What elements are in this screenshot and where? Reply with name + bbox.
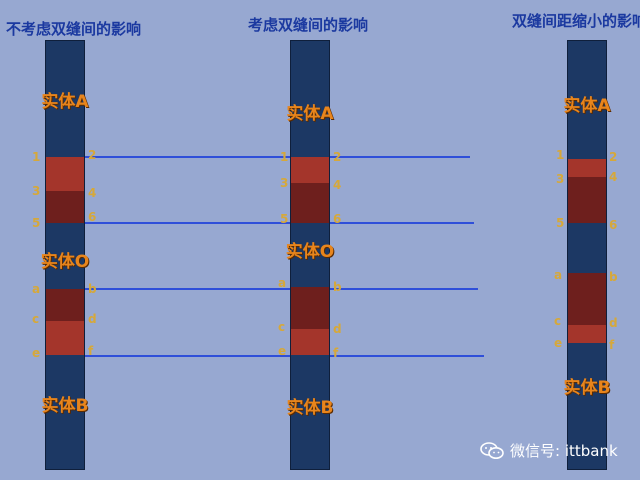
marker-b: b [88,282,97,296]
entity-b-label: 实体B [563,378,611,398]
band-3-5 [291,183,329,223]
marker-6: 6 [609,218,618,232]
band-a-c [46,289,84,321]
marker-c: c [278,320,286,334]
marker-f: f [609,338,615,352]
band-1-3 [291,157,329,183]
column-left: 实体A 实体O 实体B [41,40,89,470]
marker-4: 4 [609,170,618,184]
line-5-6 [46,222,474,224]
title-left: 不考虑双缝间的影响 [6,20,142,38]
title-middle: 考虑双缝间的影响 [248,16,369,34]
title-right: 双缝间距缩小的影响 [512,12,640,30]
marker-d: d [88,312,97,326]
marker-e: e [32,346,41,360]
column-middle: 实体A 实体O 实体B [286,40,334,470]
marker-2: 2 [609,150,618,164]
marker-e: e [278,344,287,358]
entity-o-label: 实体O [40,252,90,272]
band-c-e [568,325,606,343]
marker-4: 4 [333,178,342,192]
marker-1: 1 [280,150,289,164]
line-a-b [46,288,478,290]
marker-a: a [32,282,41,296]
marker-4: 4 [88,186,97,200]
marker-b: b [333,280,342,294]
marker-a: a [554,268,563,282]
entity-a-label: 实体A [563,96,611,116]
marker-1: 1 [32,150,41,164]
marker-3: 3 [556,172,565,186]
band-3-5 [568,177,606,223]
band-1-3 [46,157,84,191]
marker-b: b [609,270,618,284]
wechat-icon [480,441,504,459]
band-c-e [46,321,84,355]
watermark-text: 微信号: ittbank [510,442,618,460]
marker-5: 5 [280,212,289,226]
band-a-c [291,287,329,329]
marker-2: 2 [88,148,97,162]
marker-d: d [333,322,342,336]
marker-c: c [32,312,40,326]
entity-o-label: 实体O [285,242,335,262]
watermark: 微信号: ittbank [480,440,618,461]
band-c-e [291,329,329,355]
marker-5: 5 [32,216,41,230]
band-1-3 [568,159,606,177]
line-1-2 [46,156,470,158]
marker-2: 2 [333,150,342,164]
entity-b-label: 实体B [41,396,89,416]
marker-1: 1 [556,148,565,162]
band-a-c [568,273,606,325]
entity-a-label: 实体A [286,104,334,124]
band-3-5 [46,191,84,223]
marker-6: 6 [333,212,342,226]
line-e-f [46,355,484,357]
marker-f: f [333,346,339,360]
marker-5: 5 [556,216,565,230]
marker-a: a [278,276,287,290]
marker-e: e [554,336,563,350]
marker-6: 6 [88,210,97,224]
entity-a-label: 实体A [41,92,89,112]
marker-3: 3 [280,176,289,190]
marker-3: 3 [32,184,41,198]
marker-d: d [609,316,618,330]
marker-f: f [88,344,94,358]
marker-c: c [554,314,562,328]
column-right: 实体A 实体B [563,40,611,470]
entity-b-label: 实体B [286,398,334,418]
